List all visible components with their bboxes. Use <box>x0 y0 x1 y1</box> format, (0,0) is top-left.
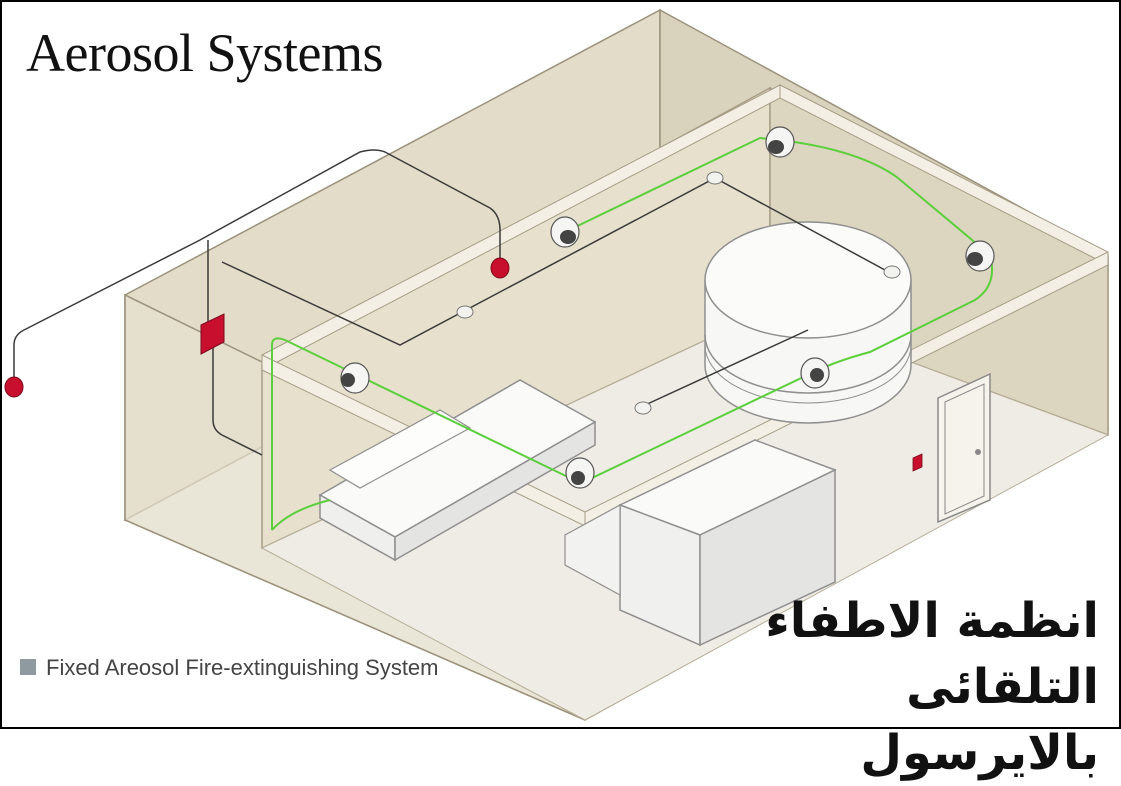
control-panel <box>200 313 225 355</box>
aerosol-generator <box>765 126 795 158</box>
legend-label: Fixed Areosol Fire-extinguishing System <box>46 655 439 680</box>
aerosol-pipeline <box>271 136 994 530</box>
alarm-bell <box>4 376 24 398</box>
smoke-detector <box>456 305 474 319</box>
smoke-detector <box>634 401 652 415</box>
legend-swatch <box>20 659 36 675</box>
arabic-title: انظمة الاطفاء التلقائى بالايرسول <box>679 588 1099 786</box>
aerosol-generator <box>565 457 595 489</box>
page-title: Aerosol Systems <box>26 23 384 83</box>
equipment-cabinet-left <box>318 379 597 562</box>
arabic-title-line-1: انظمة الاطفاء <box>765 593 1099 649</box>
equipment-cabinet-right <box>564 439 837 647</box>
aerosol-pipeline-branch <box>271 499 331 531</box>
smoke-detector <box>883 265 901 279</box>
aerosol-generator <box>550 216 580 248</box>
aerosol-generator <box>340 362 370 394</box>
aerosol-generator <box>800 357 830 389</box>
legend: Fixed Areosol Fire-extinguishing System <box>20 654 446 682</box>
aerosol-generator <box>965 240 995 272</box>
door <box>937 372 991 524</box>
alarm-bell <box>490 257 510 279</box>
smoke-detector <box>706 171 724 185</box>
storage-tank <box>704 221 912 424</box>
manual-call-point <box>912 453 923 472</box>
arabic-title-line-2: التلقائى بالايرسول <box>860 659 1099 781</box>
room-illustration <box>4 8 1110 722</box>
signal-wiring <box>13 149 886 456</box>
